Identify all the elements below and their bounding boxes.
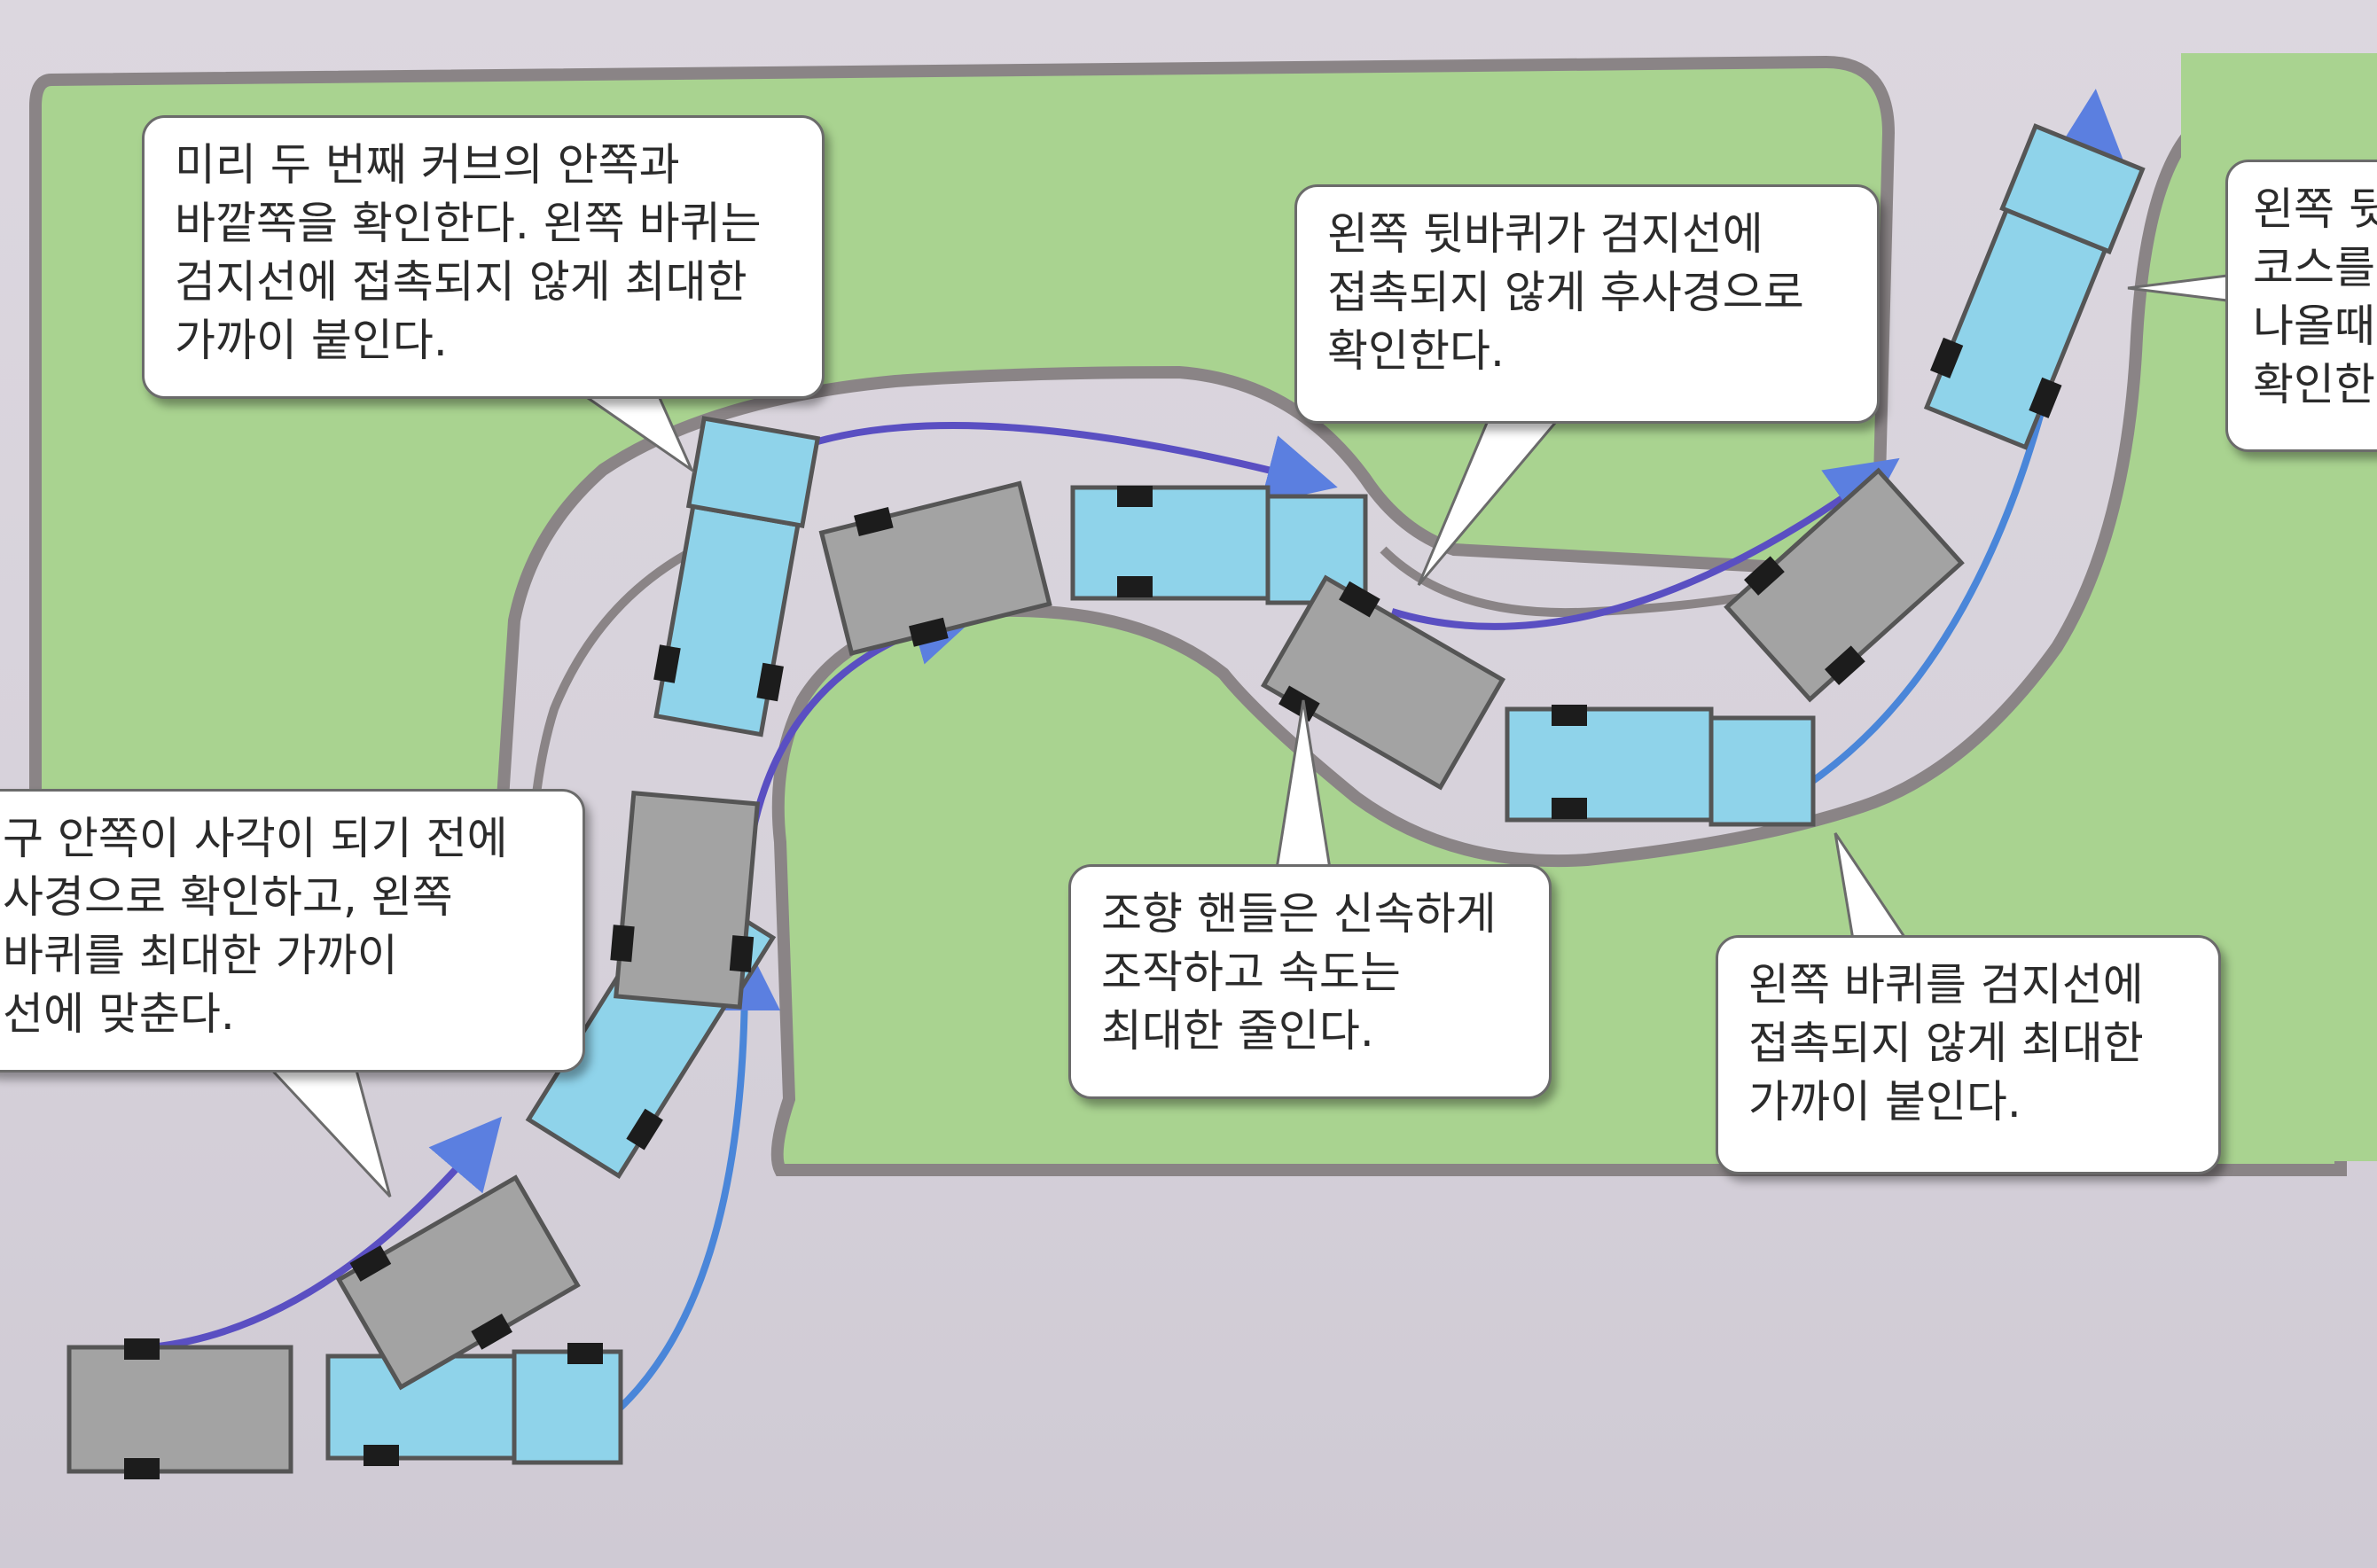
- vehicle-2-trailer: [335, 1174, 581, 1391]
- vehicle-6-trailer: [1724, 467, 1965, 703]
- callout-bottom-right: 왼쪽 바퀴를 검지선에 접촉되지 않게 최대한 가까이 붙인다.: [1716, 935, 2221, 1174]
- vehicle-start-cab: [325, 1343, 623, 1466]
- vehicle-5-trailer: [1260, 574, 1506, 791]
- callout-center-line-2: 조작하고 속도는: [1101, 947, 1401, 998]
- callout-tail-left: [262, 1062, 392, 1198]
- callout-left-line-4: 선에 맞춘다.: [3, 988, 235, 1040]
- callout-top-right-line-2: 코스를: [2253, 242, 2375, 293]
- vehicle-4-cab: [1070, 485, 1368, 605]
- path-top: [733, 422, 1338, 504]
- callout-bottom-right-line-1: 왼쪽 바퀴를 검지선에: [1748, 959, 2144, 1010]
- callout-top-left-line-4: 가까이 붙인다.: [175, 315, 448, 366]
- vehicle-4-trailer: [818, 480, 1052, 656]
- callout-center: 조향 핸들은 신속하게 조작하고 속도는 최대한 줄인다.: [1068, 864, 1552, 1099]
- callout-top-right-line-1: 왼쪽 뒷: [2253, 183, 2377, 235]
- callout-center-line-3: 최대한 줄인다.: [1101, 1005, 1374, 1057]
- vehicle-3-trailer: [610, 791, 761, 1010]
- callout-center-line-1: 조향 핸들은 신속하게: [1101, 888, 1497, 940]
- vehicle-3-cab: [653, 416, 821, 737]
- callout-top-left-line-1: 미리 두 번째 커브의 안쪽과: [175, 139, 680, 191]
- callout-top-right-line-3: 나올때: [2253, 300, 2375, 352]
- callout-top-right-line-4: 확인한: [2253, 359, 2375, 410]
- callout-top-center: 왼쪽 뒷바퀴가 검지선에 접촉되지 않게 후사경으로 확인한다.: [1294, 184, 1880, 424]
- callout-left: 구 안쪽이 사각이 되기 전에 사경으로 확인하고, 왼쪽 바퀴를 최대한 가까…: [0, 789, 585, 1073]
- vehicle-6-cab: [1923, 123, 2146, 450]
- callout-top-center-line-3: 확인한다.: [1327, 325, 1505, 377]
- callout-bottom-right-line-3: 가까이 붙인다.: [1748, 1076, 2021, 1127]
- callout-left-line-1: 구 안쪽이 사각이 되기 전에: [3, 813, 508, 864]
- callout-top-left-line-2: 바깥쪽을 확인한다. 왼쪽 바퀴는: [175, 198, 762, 249]
- callout-left-line-3: 바퀴를 최대한 가까이: [3, 930, 398, 981]
- path-right-wheel-1: [583, 940, 780, 1439]
- path-middle: [1390, 457, 1900, 630]
- vehicle-5-cab: [1505, 705, 1816, 827]
- callout-left-line-2: 사경으로 확인하고, 왼쪽: [3, 871, 453, 923]
- callout-top-right: 왼쪽 뒷 코스를 나올때 확인한: [2225, 160, 2377, 452]
- callout-top-left: 미리 두 번째 커브의 안쪽과 바깥쪽을 확인한다. 왼쪽 바퀴는 검지선에 접…: [142, 115, 825, 399]
- callout-top-center-line-1: 왼쪽 뒷바퀴가 검지선에: [1327, 208, 1763, 260]
- vehicle-start-trailer: [66, 1338, 293, 1479]
- path-left-wheel: [150, 1116, 503, 1351]
- callout-bottom-right-line-2: 접촉되지 않게 최대한: [1748, 1018, 2144, 1069]
- callout-top-center-line-2: 접촉되지 않게 후사경으로: [1327, 267, 1804, 318]
- callout-top-left-line-3: 검지선에 접촉되지 않게 최대한: [175, 256, 747, 308]
